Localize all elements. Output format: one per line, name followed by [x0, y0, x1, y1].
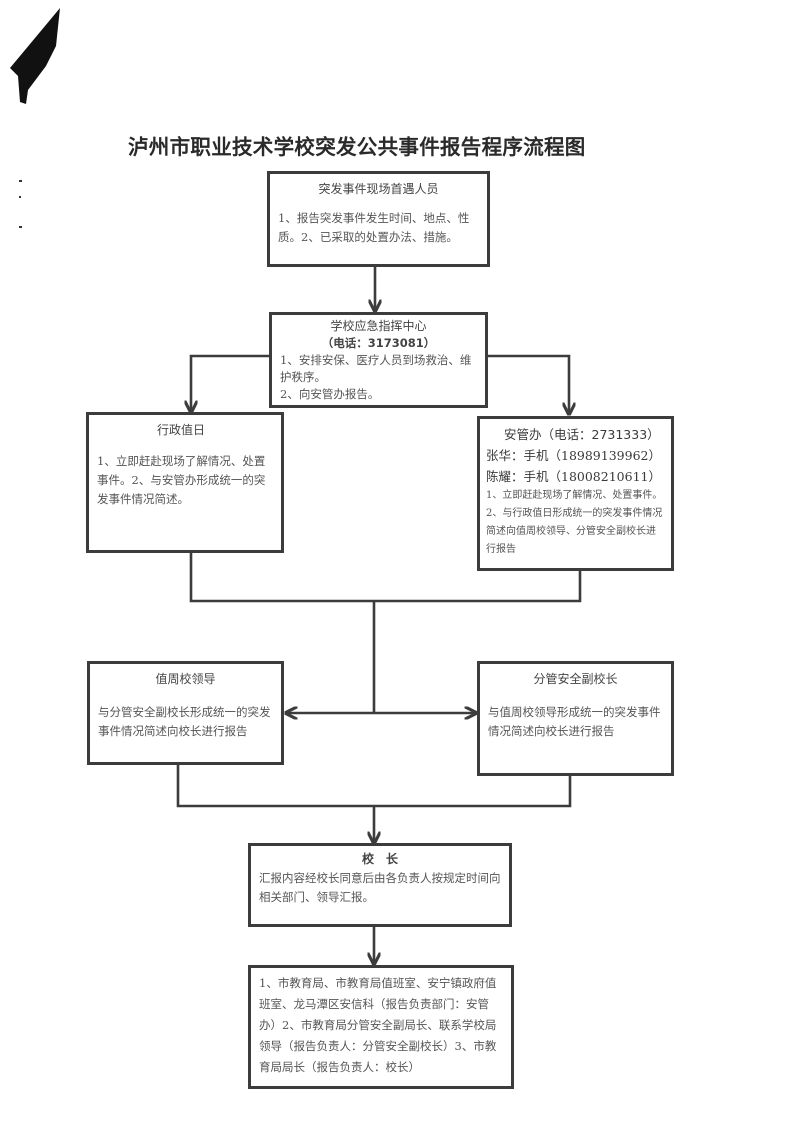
- arrow-to-safety-office: [487, 354, 569, 414]
- node-vice-principal: 分管安全副校长 与值周校领导形成统一的突发事件情况简述向校长进行报告: [477, 661, 674, 776]
- node-safety-office: 安管办（电话：2731333） 张华：手机（18989139962） 陈耀：手机…: [477, 416, 674, 571]
- node-command-center: 学校应急指挥中心 （电话：3173081） 1、安排安保、医疗人员到场救治、维护…: [269, 312, 488, 408]
- node-heading: 校 长: [361, 852, 398, 866]
- node-first-responder: 突发事件现场首遇人员 1、报告突发事件发生时间、地点、性质。2、已采取的处置办法…: [267, 171, 490, 267]
- merge-line-upper: [189, 552, 582, 603]
- node-text: 1、安排安保、医疗人员到场救治、维护秩序。: [280, 353, 472, 384]
- node-report-targets: 1、市教育局、市教育局值班室、安宁镇政府值班室、龙马潭区安信科（报告负责部门：安…: [248, 965, 514, 1089]
- node-heading: 值周校领导: [155, 672, 216, 686]
- node-heading: 学校应急指挥中心: [330, 319, 427, 333]
- node-admin-duty: 行政值日 1、立即赶赴现场了解情况、处置事件。2、与安管办形成统一的突发事件情况…: [86, 412, 284, 553]
- node-heading: 分管安全副校长: [533, 672, 618, 686]
- node-text: 与值周校领导形成统一的突发事件情况简述向校长进行报告: [488, 705, 661, 738]
- page-title: 泸州市职业技术学校突发公共事件报告程序流程图: [128, 135, 586, 159]
- node-text: 与分管安全副校长形成统一的突发事件情况简述向校长进行报告: [98, 705, 271, 738]
- node-text: 1、立即赶赴现场了解情况、处置事件。2、与安管办形成统一的突发事件情况简述。: [97, 454, 266, 506]
- arrow-to-admin-duty: [191, 354, 270, 412]
- node-principal: 校 长 汇报内容经校长同意后由各负责人按规定时间向相关部门、领导汇报。: [248, 843, 512, 927]
- node-text: 1、市教育局、市教育局值班室、安宁镇政府值班室、龙马潭区安信科（报告负责部门：安…: [259, 976, 497, 1074]
- node-text: 2、与行政值日形成统一的突发事件情况简述向值周校领导、分管安全副校长进行报告: [486, 508, 663, 555]
- node-heading: 突发事件现场首遇人员: [318, 182, 439, 196]
- node-heading: 行政值日: [157, 423, 206, 437]
- node-text: 1、立即赶赴现场了解情况、处置事件。: [486, 490, 663, 501]
- node-phone: （电话：3173081）: [321, 336, 436, 350]
- node-text: 2、向安管办报告。: [280, 387, 380, 401]
- scan-mark-decoration: [10, 8, 60, 104]
- node-heading: 安管办（电话：2731333）: [504, 427, 660, 442]
- node-text: 1、报告突发事件发生时间、地点、性质。2、已采取的处置办法、措施。: [278, 211, 470, 244]
- node-weekly-leader: 值周校领导 与分管安全副校长形成统一的突发事件情况简述向校长进行报告: [87, 661, 284, 765]
- node-text: 汇报内容经校长同意后由各负责人按规定时间向相关部门、领导汇报。: [259, 871, 501, 904]
- contact-zhang-hua: 张华：手机（18989139962）: [486, 448, 661, 463]
- contact-chen-yao: 陈耀：手机（18008210611）: [486, 469, 661, 484]
